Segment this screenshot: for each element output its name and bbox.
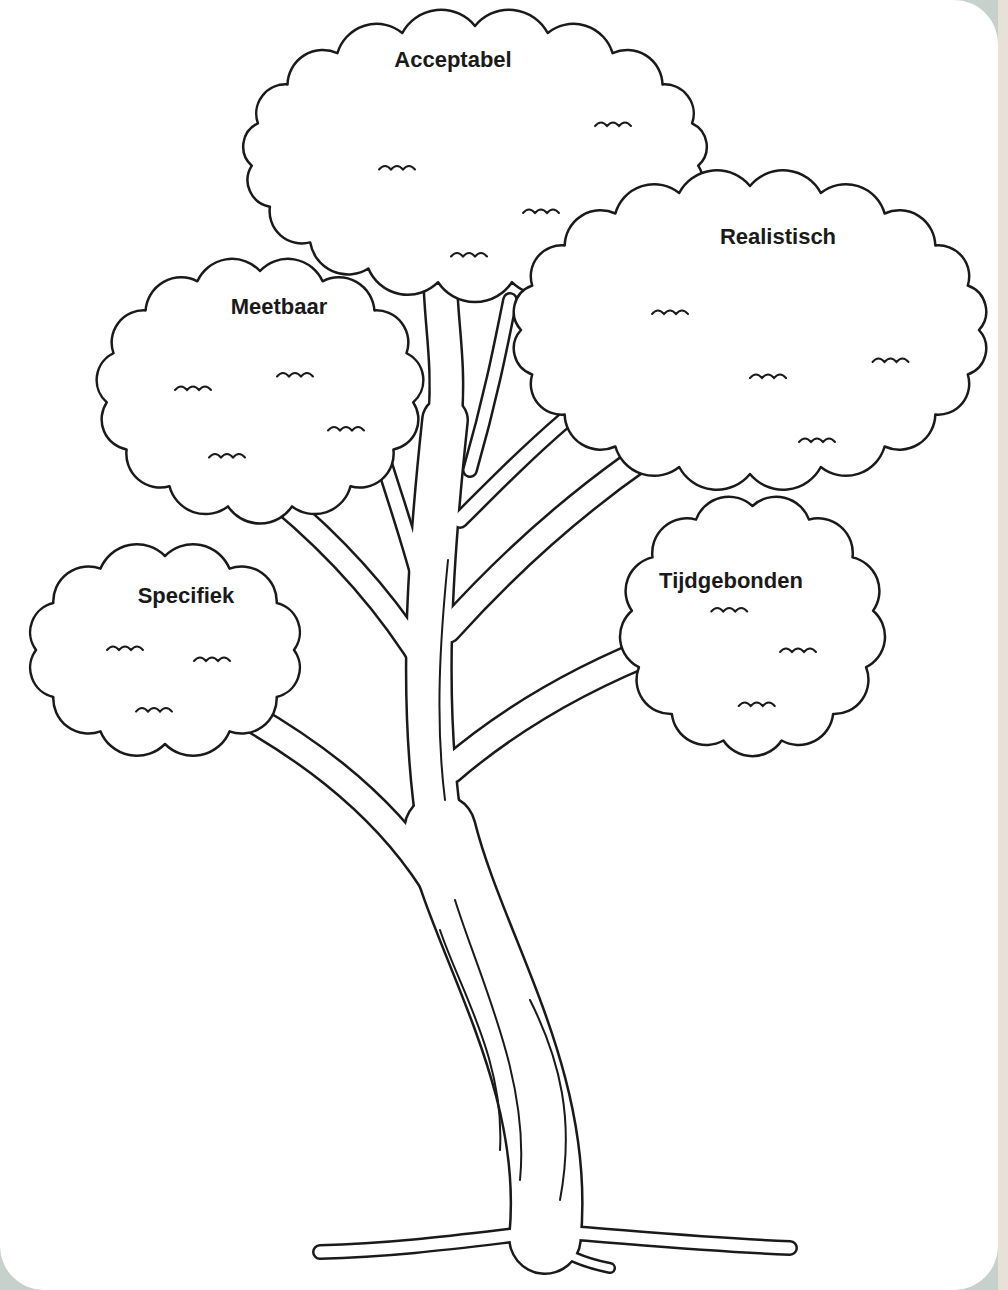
foliage-cloud: Realistisch — [505, 170, 995, 490]
side-strip — [998, 0, 1008, 1290]
criterion-label: Specifiek — [138, 583, 235, 609]
cloud-outline — [505, 170, 995, 490]
criterion-label: Realistisch — [720, 224, 836, 250]
cloud-outline — [615, 490, 890, 760]
foliage-cloud: Meetbaar — [90, 255, 430, 525]
foliage-cloud: Tijdgebonden — [615, 490, 890, 760]
criterion-label: Acceptabel — [394, 47, 511, 73]
foliage-cloud: Specifiek — [20, 540, 310, 760]
criterion-label: Meetbaar — [231, 294, 328, 320]
criterion-label: Tijdgebonden — [659, 568, 803, 594]
cloud-outline — [20, 540, 310, 760]
